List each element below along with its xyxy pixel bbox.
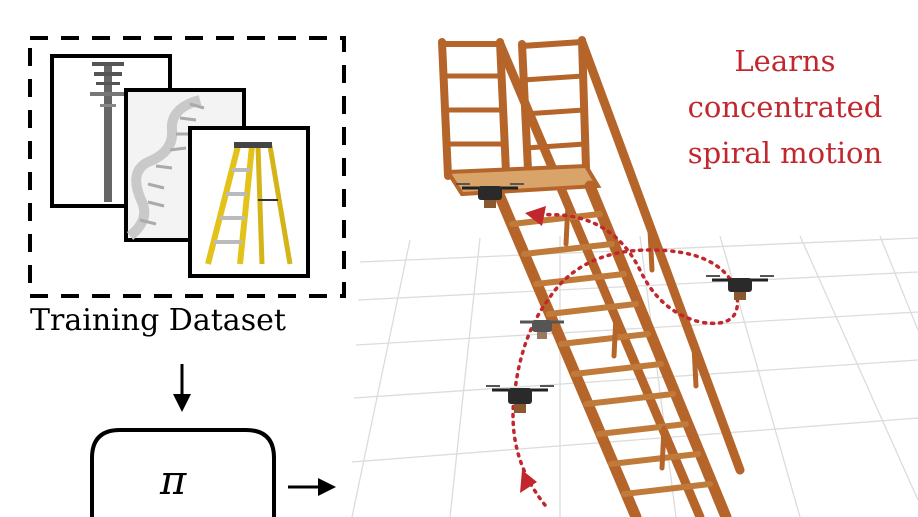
annotation-line: spiral motion (687, 136, 883, 170)
down-arrow-icon (173, 364, 191, 412)
training-dataset-panel (28, 36, 346, 298)
policy-box (90, 428, 276, 517)
policy-symbol: π (160, 458, 187, 504)
drone-icon (486, 385, 554, 413)
dashed-border (28, 36, 346, 298)
trajectory-arrowhead-bottom (520, 470, 537, 493)
drone-icon (520, 320, 564, 339)
training-dataset-label: Training Dataset (30, 303, 286, 338)
simulation-scene (351, 36, 918, 517)
drone-icon (706, 275, 774, 300)
drone-icon (456, 183, 524, 208)
annotation-line: concentrated (687, 90, 883, 124)
trajectory-arrowhead-top (525, 206, 546, 226)
right-arrow-icon (288, 478, 336, 496)
spiral-motion-annotation: Learns concentrated spiral motion (660, 38, 910, 176)
annotation-line: Learns (734, 44, 836, 78)
sample-image-step-ladder (188, 126, 310, 278)
floor-grid (351, 235, 918, 517)
